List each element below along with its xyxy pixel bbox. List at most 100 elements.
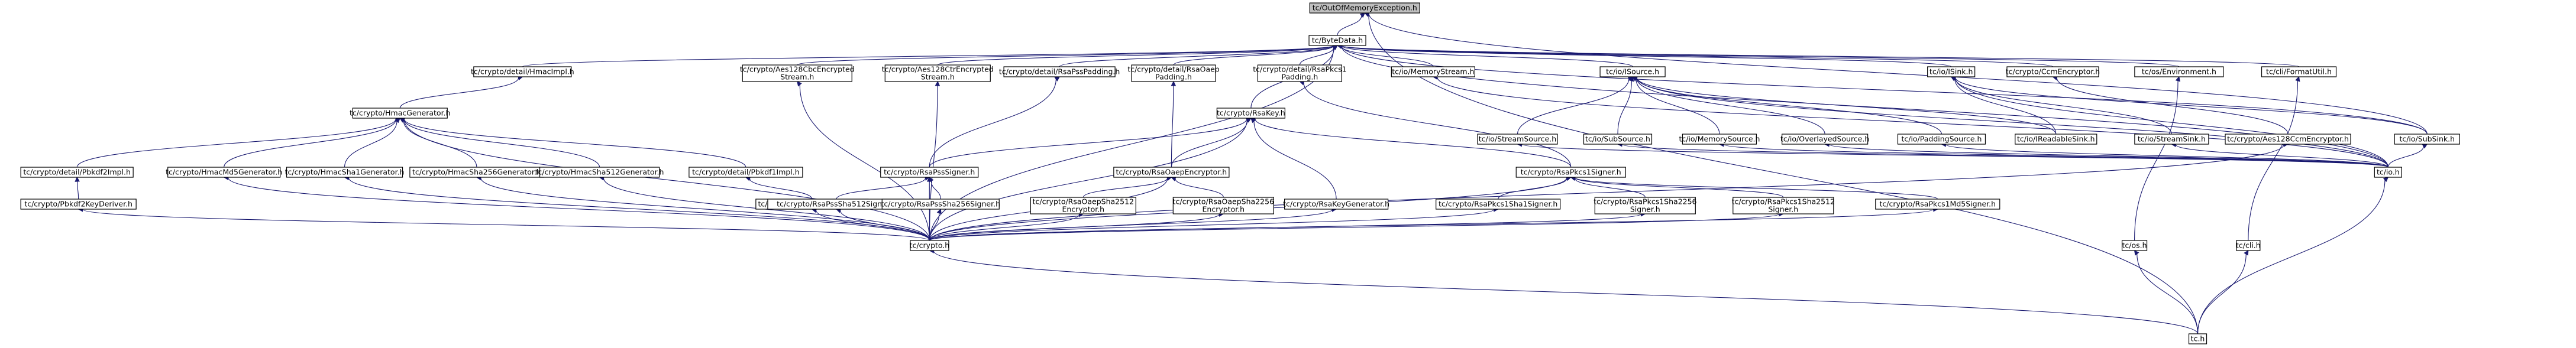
node-label: Encryptor.h <box>1203 205 1245 214</box>
node-hmacsha1[interactable]: tc/crypto/HmacSha1Generator.h <box>285 167 405 178</box>
node-rsakeygen[interactable]: tc/crypto/RsaKeyGenerator.h <box>1283 199 1389 210</box>
node-box <box>1583 134 1653 145</box>
node-label: Encryptor.h <box>1062 205 1105 214</box>
edge-rsapsssigner-to-rsakey <box>929 116 1252 168</box>
node-rsapkcs1md5[interactable]: tc/crypto/RsaPkcs1Md5Signer.h <box>1875 199 2000 210</box>
edge-rsaoaeppad-to-bytedata <box>1173 43 1339 66</box>
node-tch[interactable]: tc.h <box>2188 333 2207 344</box>
node-box <box>539 167 660 178</box>
node-hmacmd5[interactable]: tc/crypto/HmacMd5Generator.h <box>166 167 282 178</box>
node-aesccm[interactable]: tc/crypto/Aes128CcmEncryptor.h <box>2225 134 2351 145</box>
node-label: tc/io/PaddingSource.h <box>1901 135 1982 144</box>
edge-paddingsource-to-isource <box>1631 75 1942 135</box>
node-rsakey[interactable]: tc/crypto/RsaKey.h <box>1216 108 1285 119</box>
node-label: tc/crypto/RsaOaepSha2512 <box>1033 197 1134 206</box>
node-overlayedsource[interactable]: tc/io/OverlayedSource.h <box>1780 134 1869 145</box>
node-label: tc/crypto/CcmEncryptor.h <box>2006 67 2100 76</box>
node-box <box>1216 108 1285 119</box>
edge-rsapsssha512-to-rsapsssigner <box>836 175 930 200</box>
node-osh[interactable]: tc/os.h <box>2121 240 2148 251</box>
node-clih[interactable]: tc/cli.h <box>2236 240 2261 251</box>
node-subsink[interactable]: tc/io/SubSink.h <box>2394 134 2460 145</box>
node-box <box>2394 134 2460 145</box>
node-hmacsha512[interactable]: tc/crypto/HmacSha512Generator.h <box>535 167 664 178</box>
node-oom[interactable]: tc/OutOfMemoryException.h <box>1309 2 1420 14</box>
edge-rsaoaepsha256-to-rsaoaepenc <box>1171 176 1224 198</box>
node-label: tc/io/ISource.h <box>1606 67 1659 76</box>
node-hmacgen[interactable]: tc/crypto/HmacGenerator.h <box>350 108 450 119</box>
node-paddingsource[interactable]: tc/io/PaddingSource.h <box>1897 134 1986 145</box>
node-label: tc/io/StreamSource.h <box>1479 135 1556 144</box>
node-box <box>1113 167 1230 178</box>
node-label: tc/crypto/detail/RsaPkcs1 <box>1253 65 1346 74</box>
node-rsapsssha256[interactable]: tc/crypto/RsaPssSha256Signer.h <box>881 199 1000 210</box>
node-box <box>2225 134 2351 145</box>
node-pbkdf2keyderiver[interactable]: tc/crypto/Pbkdf2KeyDeriver.h <box>20 199 137 210</box>
node-label: tc/ByteData.h <box>1312 36 1363 45</box>
edge-pbkdf1keyderiver-to-pbkdf1impl <box>745 176 813 200</box>
edge-cryptoh-to-rsapsssha256 <box>929 208 942 241</box>
edge-ioh-to-memstream <box>1432 74 2388 168</box>
node-box <box>2015 134 2097 145</box>
node-box <box>1030 197 1136 214</box>
edge-tch-to-clih <box>2197 250 2249 334</box>
edge-hmacgen-to-hmacimpl <box>399 75 523 109</box>
node-box <box>689 167 803 178</box>
edge-cryptoh-to-pbkdf1keyderiver <box>811 207 930 241</box>
edge-rsakeygen-to-rsakey <box>1250 118 1337 200</box>
node-cryptoh[interactable]: tc/crypto.h <box>910 240 950 251</box>
node-isource[interactable]: tc/io/ISource.h <box>1599 66 1666 77</box>
node-subsource[interactable]: tc/io/SubSource.h <box>1583 134 1653 145</box>
node-rsaoaepenc[interactable]: tc/crypto/RsaOaepEncryptor.h <box>1113 167 1230 178</box>
node-hmacimpl[interactable]: tc/crypto/detail/HmacImpl.h <box>471 66 574 77</box>
node-box <box>1875 199 2000 210</box>
node-bytedata[interactable]: tc/ByteData.h <box>1308 35 1366 46</box>
node-ccmenc[interactable]: tc/crypto/CcmEncryptor.h <box>2006 66 2100 77</box>
node-label: Padding.h <box>1282 73 1318 82</box>
edge-tch-to-cryptoh <box>929 248 2199 334</box>
node-ioh[interactable]: tc/io.h <box>2374 167 2402 178</box>
edge-ireadablesink-to-isource <box>1631 74 2057 135</box>
edge-rsapkcs1sha512-to-rsapkcs1signer <box>1570 175 1784 198</box>
node-pbkdf2impl[interactable]: tc/crypto/detail/Pbkdf2Impl.h <box>20 167 134 178</box>
node-streamsink[interactable]: tc/io/StreamSink.h <box>2134 134 2209 145</box>
node-pbkdf1impl[interactable]: tc/crypto/detail/Pbkdf1Impl.h <box>689 167 803 178</box>
node-box <box>1284 199 1389 210</box>
node-box <box>167 167 281 178</box>
node-formatutil[interactable]: tc/cli/FormatUtil.h <box>2261 66 2337 77</box>
node-memstream[interactable]: tc/io/MemoryStream.h <box>1391 66 1475 77</box>
node-isink[interactable]: tc/io/ISink.h <box>1927 66 1976 77</box>
node-label: Signer.h <box>1630 205 1660 214</box>
node-box <box>1257 64 1343 82</box>
edge-cryptoh-to-rsapkcs1sha256 <box>929 211 1646 241</box>
node-rsapkcs1sha1[interactable]: tc/crypto/RsaPkcs1Sha1Signer.h <box>1436 199 1561 210</box>
node-hmacsha256[interactable]: tc/crypto/HmacSha256Generator.h <box>409 167 544 178</box>
node-rsapsspad[interactable]: tc/crypto/detail/RsaPssPadding.h <box>999 66 1120 77</box>
edge-rsaoaepsha512-to-rsaoaepenc <box>1082 175 1172 198</box>
node-label: tc/crypto/Aes128CcmEncryptor.h <box>2227 135 2349 144</box>
node-rsapkcs1signer[interactable]: tc/crypto/RsaPkcs1Signer.h <box>1515 167 1626 178</box>
edge-hmacsha512-to-hmacgen <box>399 116 600 168</box>
edge-cryptoh-to-rsakey <box>929 117 1252 241</box>
node-label: tc/crypto/RsaPssSigner.h <box>884 168 975 177</box>
node-rsapsssigner[interactable]: tc/crypto/RsaPssSigner.h <box>880 167 979 178</box>
node-ireadablesink[interactable]: tc/io/IReadableSink.h <box>2015 134 2097 145</box>
node-label: tc/crypto/RsaKey.h <box>1217 109 1285 118</box>
edge-rsapsssigner-to-rsapsspad <box>929 76 1061 168</box>
node-memsource[interactable]: tc/io/MemorySource.h <box>1679 134 1760 145</box>
node-streamsource[interactable]: tc/io/StreamSource.h <box>1477 134 1558 145</box>
node-label: tc/io/StreamSink.h <box>2138 135 2206 144</box>
node-env[interactable]: tc/os/Environment.h <box>2134 66 2224 77</box>
node-label: tc/crypto/RsaPkcs1Sha2512 <box>1732 197 1835 206</box>
node-label: tc/io/OverlayedSource.h <box>1780 135 1869 144</box>
edge-cryptoh-to-rsaoaepsha512 <box>929 212 1084 241</box>
node-label: tc/crypto/RsaPssSha256Signer.h <box>881 200 1000 209</box>
